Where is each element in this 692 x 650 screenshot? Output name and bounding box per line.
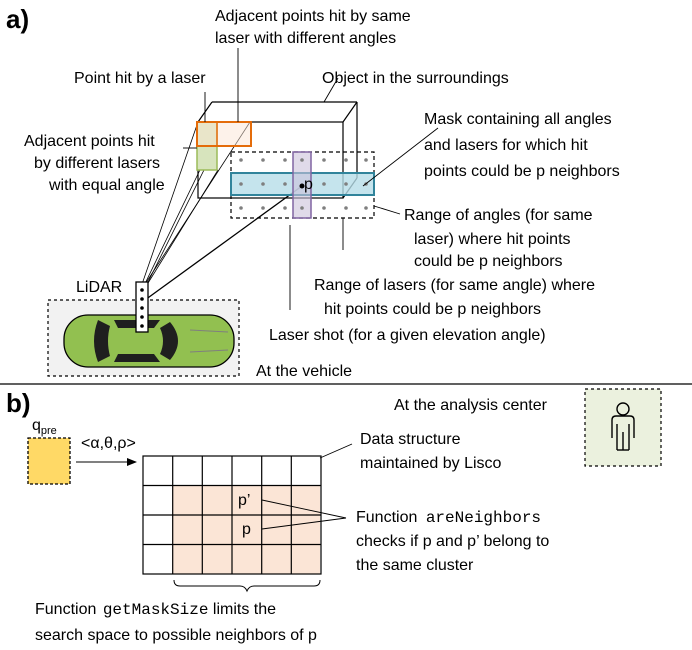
label-func-are-3: the same cluster: [356, 557, 474, 574]
data-structure-leader: [319, 443, 353, 459]
cell-p-prime: p’: [238, 492, 250, 509]
point-p-label: p: [304, 176, 313, 193]
mask-size-brace: [173, 579, 321, 593]
leader-lines-a: [183, 48, 439, 310]
label-mask-1: Mask containing all angles: [424, 111, 612, 128]
label-range-angles-3: could be p neighbors: [414, 253, 563, 270]
label-adjacent-diff-3: with equal angle: [48, 177, 165, 194]
label-data-structure-2: maintained by Lisco: [360, 455, 502, 472]
person-icon: [611, 402, 635, 451]
cell-p: p: [242, 521, 251, 538]
label-adjacent-diff-2: by different lasers: [34, 155, 160, 172]
lidar-sensor-icon: [135, 281, 149, 333]
tuple-label: <α,θ,ρ>: [81, 435, 136, 452]
label-lidar: LiDAR: [76, 279, 122, 296]
are-neighbors-leaders: [261, 499, 347, 530]
label-adjacent-diff-1: Adjacent points hit: [24, 133, 155, 150]
label-adjacent-same-laser-2: laser with different angles: [215, 30, 396, 47]
hit-point-cell: [196, 121, 218, 147]
label-range-lasers-2: hit points could be p neighbors: [324, 301, 541, 318]
label-analysis-center: At the analysis center: [394, 397, 548, 414]
label-range-angles-2: laser) where hit points: [414, 231, 571, 248]
label-func-get-2: search space to possible neighbors of p: [35, 627, 317, 644]
car-icon: [63, 314, 235, 368]
label-object: Object in the surroundings: [322, 70, 509, 87]
label-func-get-mask: Function getMaskSize limits the: [35, 601, 276, 619]
label-mask-2: and lasers for which hit: [424, 137, 588, 154]
q-pre-label: qpre: [32, 417, 57, 437]
point-p-dot: [299, 183, 305, 189]
label-adjacent-same-laser-1: Adjacent points hit by same: [215, 8, 411, 25]
label-range-lasers-1: Range of lasers (for same angle) where: [314, 277, 595, 294]
lidar-rays: [139, 121, 303, 301]
orange-mask: [196, 121, 252, 147]
section-a-label: a): [6, 4, 29, 34]
mask-dots: [239, 158, 368, 210]
analysis-center-box: [584, 388, 662, 467]
section-b-label: b): [6, 388, 31, 418]
label-func-are-neighbors: Function areNeighbors: [356, 509, 541, 527]
label-data-structure-1: Data structure: [360, 431, 461, 448]
label-func-are-2: checks if p and p’ belong to: [356, 533, 549, 550]
q-pre-box: [27, 437, 71, 485]
label-point-hit: Point hit by a laser: [74, 70, 206, 87]
label-laser-shot: Laser shot (for a given elevation angle): [269, 327, 546, 344]
label-mask-3: points could be p neighbors: [424, 163, 620, 180]
label-range-angles-1: Range of angles (for same: [404, 207, 593, 224]
data-structure-grid: [142, 455, 322, 575]
label-vehicle: At the vehicle: [256, 363, 352, 380]
